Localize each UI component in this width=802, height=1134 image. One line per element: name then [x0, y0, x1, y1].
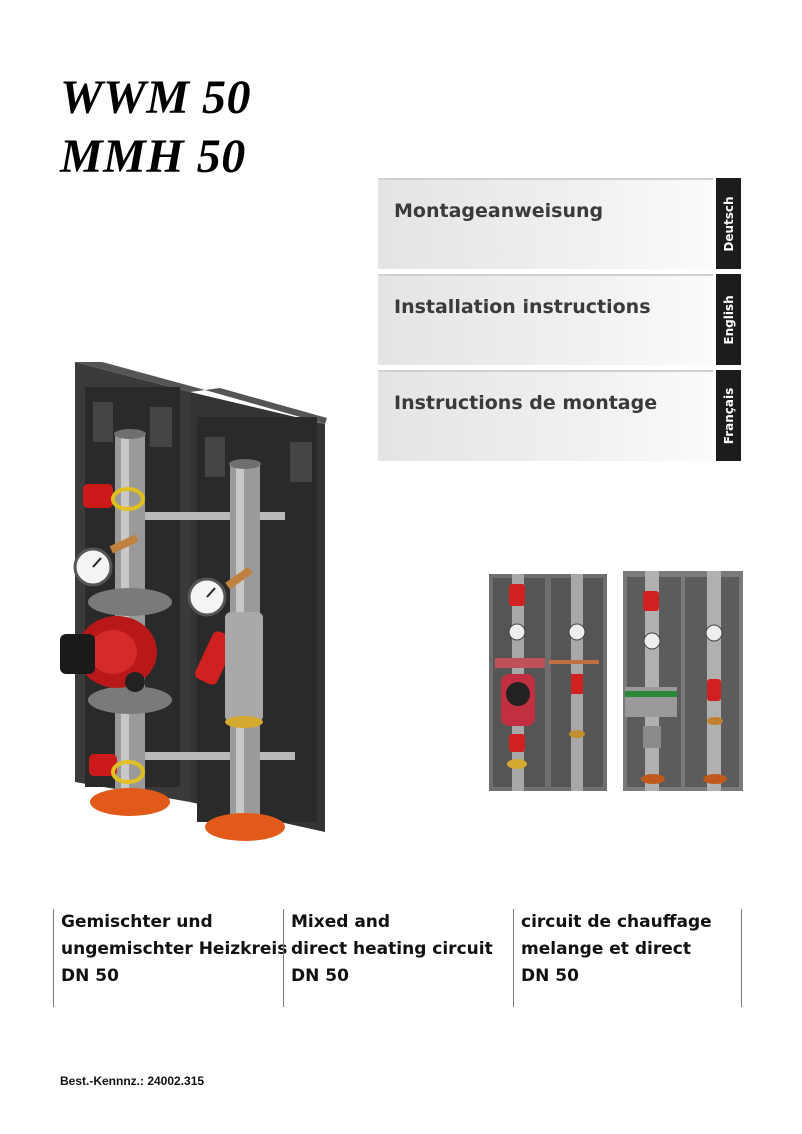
- footer-column-english: Mixed and direct heating circuit DN 50: [283, 909, 512, 1007]
- column-line: melange et direct: [521, 939, 691, 959]
- column-line: DN 50: [521, 966, 579, 986]
- language-block-english: Installation instructions English: [378, 274, 741, 365]
- column-line: ungemischter Heizkreis: [61, 939, 288, 959]
- footer-column-francais: circuit de chauffage melange et direct D…: [513, 909, 742, 1007]
- language-banner: [378, 274, 713, 365]
- language-label: Instructions de montage: [394, 392, 658, 414]
- footer-column-deutsch: Gemischter und ungemischter Heizkreis DN…: [53, 909, 288, 1007]
- column-divider: [741, 909, 742, 1007]
- language-tab-text: Deutsch: [721, 195, 736, 252]
- language-block-deutsch: Montageanweisung Deutsch: [378, 178, 741, 269]
- column-line: circuit de chauffage: [521, 912, 712, 932]
- language-banner: [378, 370, 713, 461]
- language-tab-text: Français: [721, 387, 736, 444]
- column-line: Gemischter und: [61, 912, 213, 932]
- product-title-mmh: MMH 50: [60, 130, 246, 183]
- column-line: DN 50: [61, 966, 119, 986]
- mixed-circuit-photo: [489, 574, 607, 791]
- direct-circuit-photo: [623, 571, 743, 791]
- language-label: Installation instructions: [394, 296, 651, 318]
- column-line: direct heating circuit: [291, 939, 493, 959]
- language-block-francais: Instructions de montage Français: [378, 370, 741, 461]
- language-label: Montageanweisung: [394, 200, 604, 222]
- order-number: Best.-Kennnz.: 24002.315: [60, 1074, 205, 1088]
- language-tab: English: [716, 274, 741, 365]
- product-title-wwm: WWM 50: [60, 71, 252, 124]
- language-tab-text: English: [721, 294, 736, 345]
- pump-group-illustration: [60, 362, 327, 841]
- column-line: DN 50: [291, 966, 349, 986]
- language-tab: Français: [716, 370, 741, 461]
- column-line: Mixed and: [291, 912, 391, 932]
- language-tab: Deutsch: [716, 178, 741, 269]
- language-banner: [378, 178, 713, 269]
